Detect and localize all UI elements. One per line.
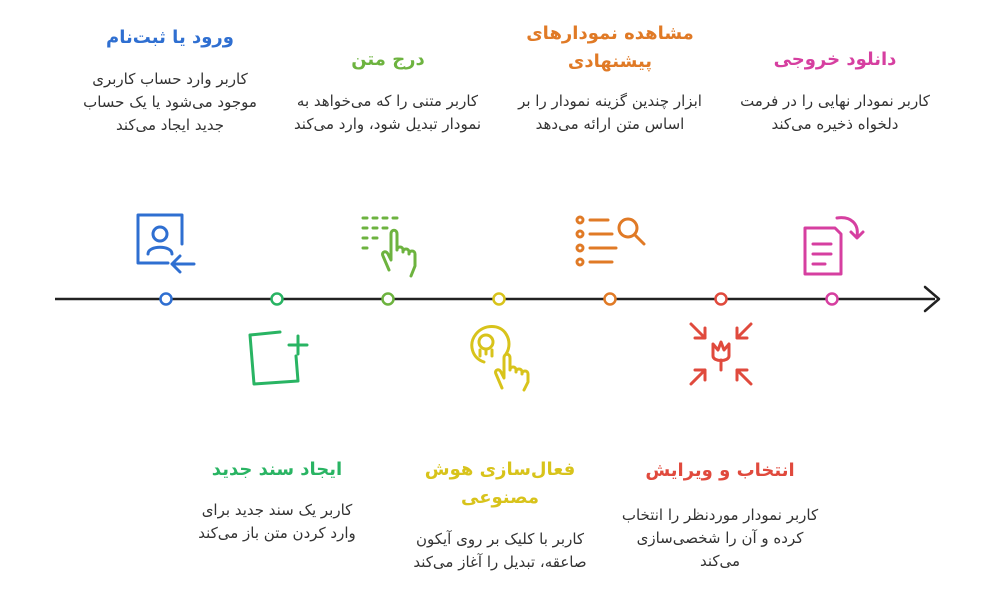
search-list-icon	[575, 215, 646, 267]
new-document-icon	[248, 330, 309, 386]
step-dot-2	[270, 292, 284, 306]
timeline-arrowhead	[923, 285, 941, 313]
step-1-title: ورود یا ثبت‌نام	[106, 27, 234, 48]
step-dot-5	[603, 292, 617, 306]
step-5-title: مشاهده نمودارهای پیشنهادی	[526, 23, 694, 72]
step-3-title: درج متن	[351, 49, 425, 70]
step-4-description: کاربر با کلیک بر روی آیکون صاعقه، تبدیل …	[413, 530, 587, 571]
step-6-title: انتخاب و ویرایش	[645, 460, 795, 481]
step-2-title: ایجاد سند جدید	[211, 459, 343, 480]
step-7-description: کاربر نمودار نهایی را در فرمت دلخواه ذخی…	[740, 92, 930, 133]
step-dot-4	[492, 292, 506, 306]
step-2-description: کاربر یک سند جدید برای وارد کردن متن باز…	[198, 501, 356, 542]
select-edit-icon	[689, 322, 753, 386]
step-4-title: فعال‌سازی هوش مصنوعی	[424, 459, 576, 508]
step-6-description: کاربر نمودار موردنظر را انتخاب کرده و آن…	[621, 506, 819, 570]
step-dot-1	[159, 292, 173, 306]
user-login-icon	[136, 213, 196, 274]
step-dot-6	[714, 292, 728, 306]
step-dot-7	[825, 292, 839, 306]
step-7-title: دانلود خروجی	[773, 49, 897, 70]
step-1-description: کاربر وارد حساب کاربری موجود می‌شود یا ی…	[83, 70, 257, 134]
step-3-description: کاربر متنی را که می‌خواهد به نمودار تبدی…	[293, 92, 482, 133]
touch-input-icon	[361, 216, 417, 278]
ai-activate-icon	[470, 325, 530, 392]
step-5-description: ابزار چندین گزینه نمودار را بر اساس متن …	[518, 92, 702, 133]
step-dot-3	[381, 292, 395, 306]
download-file-icon	[803, 216, 865, 276]
